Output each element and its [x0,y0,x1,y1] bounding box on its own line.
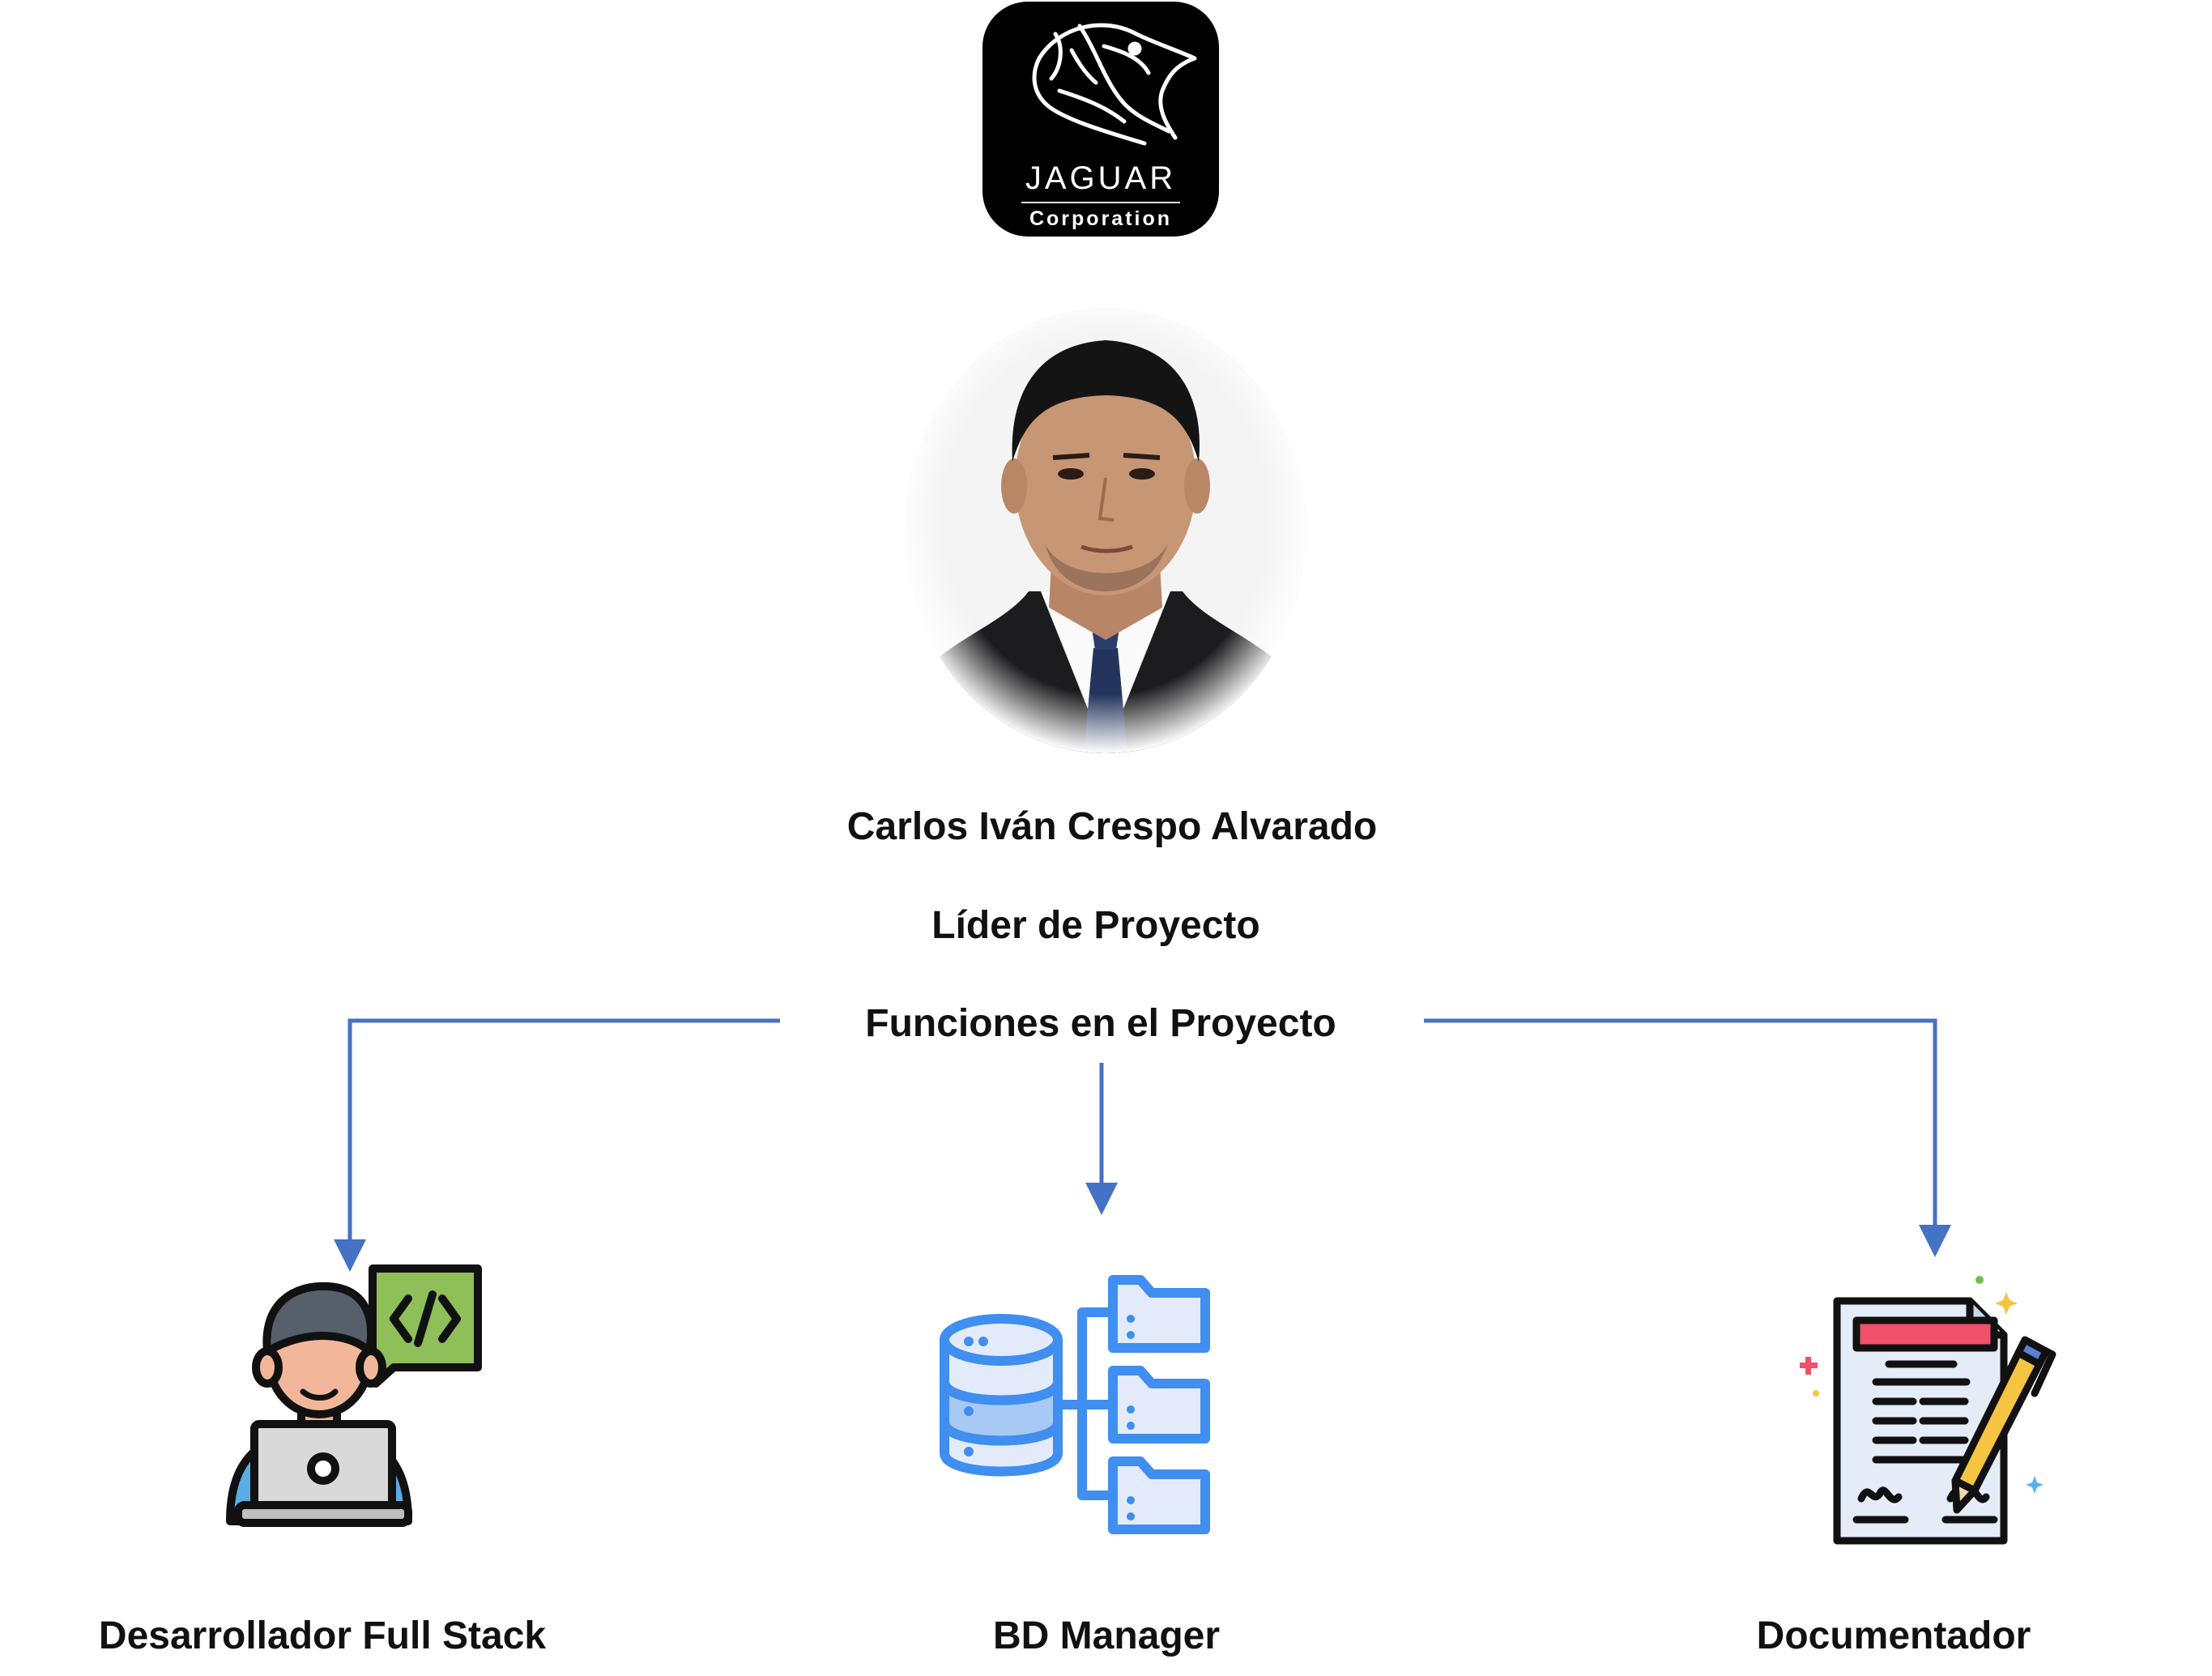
functions-heading: Funciones en el Proyecto [865,1002,1336,1045]
role-label-fullstack: Desarrollador Full Stack [98,1614,547,1657]
portrait-photo [899,300,1312,753]
leader-role: Líder de Proyecto [931,904,1260,947]
role-label-bd-manager: BD Manager [992,1614,1221,1657]
logo-name: JAGUAR [1025,160,1177,196]
jaguar-head-icon [1032,23,1197,146]
database-folders-icon [940,1275,1210,1534]
role-label-documentador: Documentador [1756,1614,2031,1657]
arrow-to-fullstack [334,1018,780,1272]
logo-divider [1021,202,1180,203]
logo-subtitle: Corporation [1029,207,1173,230]
developer-laptop-icon [226,1264,482,1527]
arrow-to-documentador [1424,1018,1951,1257]
document-pen-icon [1800,1276,2056,1545]
jaguar-logo: JAGUAR Corporation [982,2,1219,237]
leader-name: Carlos Iván Crespo Alvarado [846,805,1378,848]
